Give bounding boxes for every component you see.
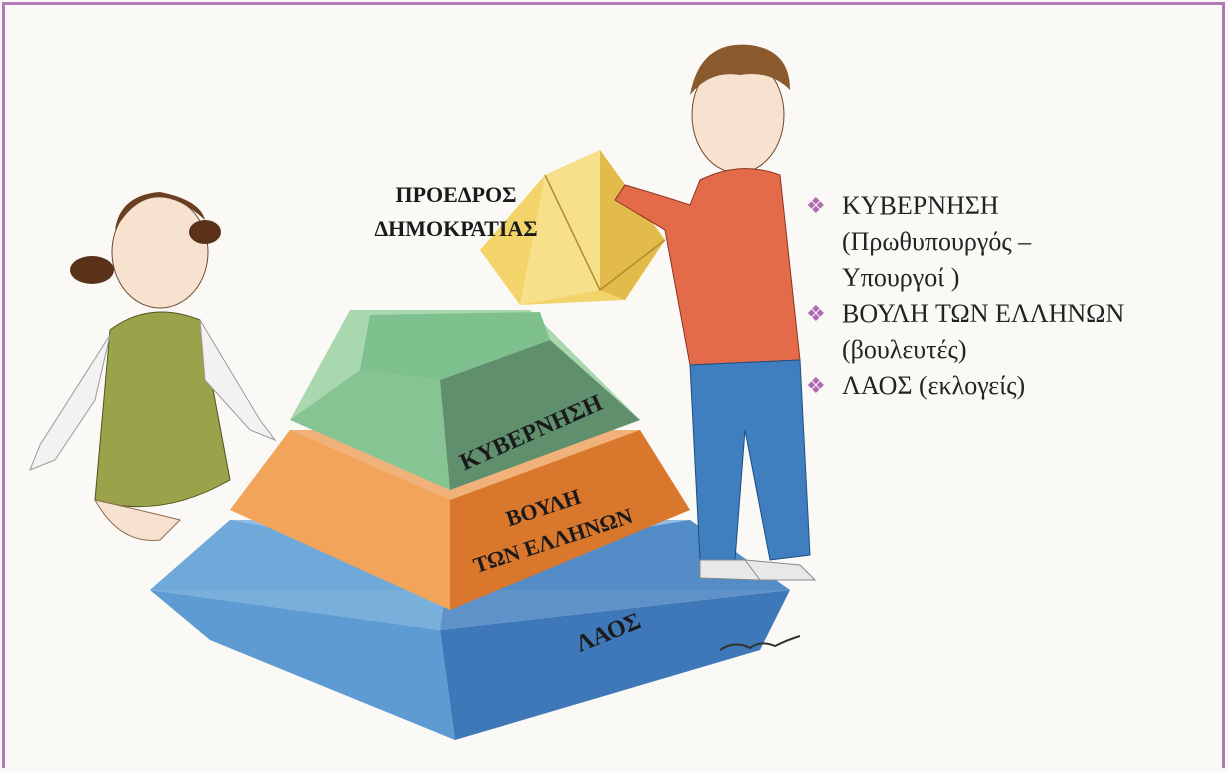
diamond-bullet-icon: ❖ (806, 301, 826, 326)
legend-item: ❖ ΚΥΒΕΡΝΗΣΗ (Πρωθυπουργός – Υπουργοί ) (806, 188, 1216, 296)
legend-item: ❖ ΛΑΟΣ (εκλογείς) (806, 368, 1216, 404)
pyramid-tier-middle (230, 430, 690, 610)
legend: ❖ ΚΥΒΕΡΝΗΣΗ (Πρωθυπουργός – Υπουργοί ) ❖… (806, 188, 1216, 404)
president-box (480, 150, 666, 305)
legend-item-text: ΒΟΥΛΗ ΤΩΝ ΕΛΛΗΝΩΝ (βουλευτές) (842, 299, 1125, 364)
legend-item-text: ΛΑΟΣ (εκλογείς) (842, 371, 1026, 400)
girl-figure (29, 192, 277, 541)
president-label-line2: ΔΗΜΟΚΡΑΤΙΑΣ (374, 216, 538, 241)
diamond-bullet-icon: ❖ (806, 373, 826, 398)
pyramid-tier-top (290, 310, 640, 490)
boy-figure (614, 44, 817, 581)
legend-item: ❖ ΒΟΥΛΗ ΤΩΝ ΕΛΛΗΝΩΝ (βουλευτές) (806, 296, 1216, 368)
artist-signature (719, 635, 801, 651)
legend-item-text: ΚΥΒΕΡΝΗΣΗ (Πρωθυπουργός – Υπουργοί ) (842, 191, 1032, 292)
president-label: ΠΡΟΕΔΡΟΣ ΔΗΜΟΚΡΑΤΙΑΣ (356, 178, 556, 246)
president-label-line1: ΠΡΟΕΔΡΟΣ (395, 182, 517, 207)
diamond-bullet-icon: ❖ (806, 193, 826, 218)
